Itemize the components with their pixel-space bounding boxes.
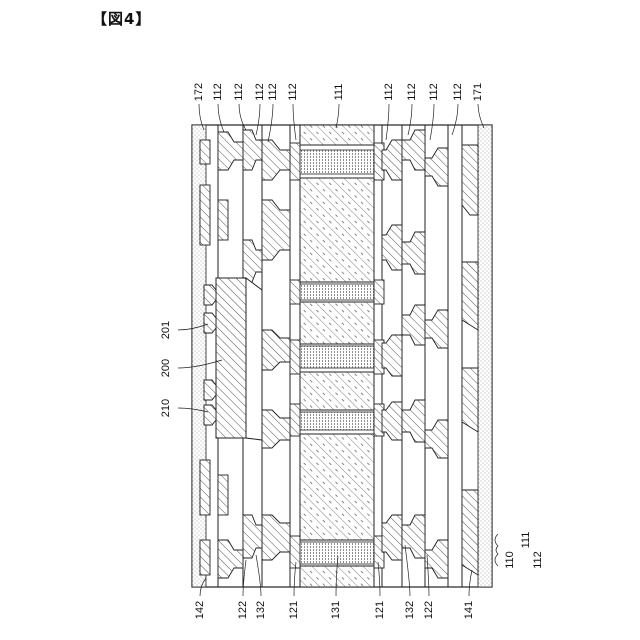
label-top-112: 112 <box>267 83 279 101</box>
label-top-171: 171 <box>472 83 484 101</box>
label-top-112: 112 <box>212 83 224 101</box>
top-labels: 172112112112112112111112112112112171 <box>193 83 484 101</box>
label-bottom-132: 132 <box>255 601 267 619</box>
label-legend-sub-1: 112 <box>532 551 544 569</box>
legend-labels: 110 111112 <box>504 532 544 569</box>
label-bottom-122: 122 <box>423 601 435 619</box>
label-top-172: 172 <box>193 83 205 101</box>
label-left-200: 200 <box>160 359 172 377</box>
label-top-112: 112 <box>452 83 464 101</box>
bottom-labels: 142 122 132 121 131 121 132 122 141 <box>194 601 475 619</box>
label-top-112: 112 <box>406 83 418 101</box>
label-legend-sub-0: 111 <box>520 532 532 549</box>
label-top-111: 111 <box>333 84 345 101</box>
label-top-112: 112 <box>287 83 299 101</box>
left-labels: 201 200 210 <box>160 321 172 417</box>
label-bottom-141: 141 <box>463 601 475 619</box>
label-top-112: 112 <box>428 83 440 101</box>
label-bottom-121: 121 <box>288 601 300 619</box>
embedded-component-200 <box>216 278 262 440</box>
label-bottom-122: 122 <box>237 601 249 619</box>
label-legend-main: 110 <box>504 551 516 569</box>
label-top-112: 112 <box>254 83 266 101</box>
label-bottom-121: 121 <box>374 601 386 619</box>
label-bottom-132: 132 <box>404 601 416 619</box>
solder-resist-171 <box>478 125 492 587</box>
label-top-112: 112 <box>383 83 395 101</box>
label-left-201: 201 <box>160 321 172 339</box>
label-bottom-131: 131 <box>330 601 342 619</box>
label-left-210: 210 <box>160 399 172 417</box>
label-bottom-142: 142 <box>194 601 206 619</box>
label-top-112: 112 <box>233 83 245 101</box>
